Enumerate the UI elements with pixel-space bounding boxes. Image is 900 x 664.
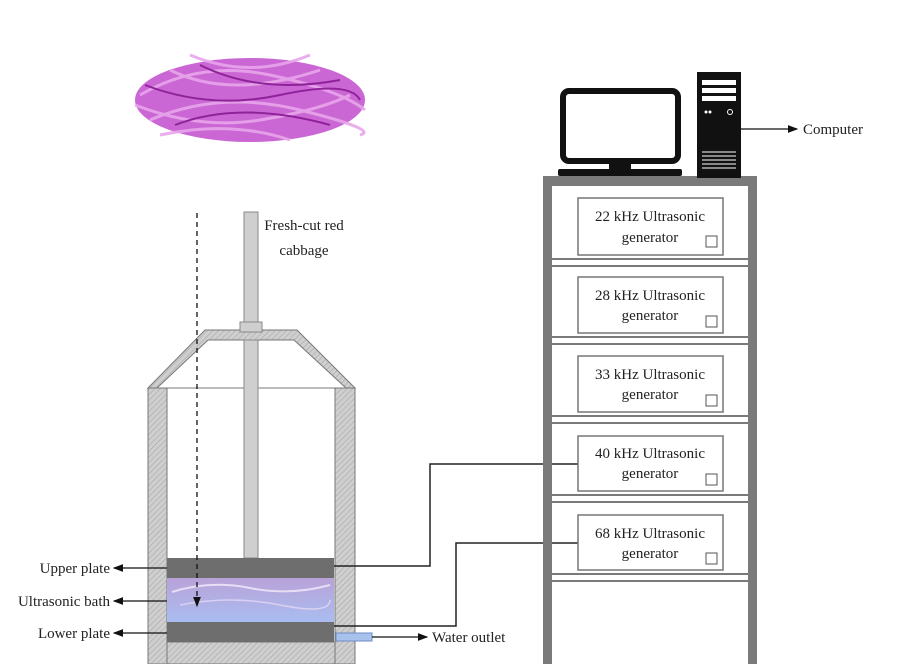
cabbage-label: cabbage	[279, 243, 328, 259]
computer-tower-icon	[697, 72, 741, 178]
power-switch	[705, 235, 718, 248]
wire-68khz	[334, 542, 578, 627]
water-outlet-label: Water outlet	[432, 630, 506, 646]
generator-68khz: 68 kHz Ultrasonic generator	[577, 514, 724, 571]
generator-28khz: 28 kHz Ultrasonic generator	[577, 276, 724, 334]
water-outlet-pipe	[335, 632, 373, 642]
svg-text:33 kHz Ultrasonic: 33 kHz Ultrasonic	[595, 367, 705, 383]
cabbage-label: Fresh-cut red	[264, 218, 344, 234]
wire-40khz	[334, 463, 578, 567]
generator-33khz: 33 kHz Ultrasonic generator	[577, 355, 724, 413]
upper-plate-label: Upper plate	[40, 561, 111, 577]
upper-plate	[167, 558, 334, 578]
computer-label: Computer	[803, 122, 863, 138]
generator-40khz: 40 kHz Ultrasonic generator	[577, 435, 724, 492]
svg-text:generator: generator	[622, 308, 679, 324]
power-switch	[705, 473, 718, 486]
monitor-icon	[558, 88, 682, 176]
svg-text:68 kHz Ultrasonic: 68 kHz Ultrasonic	[595, 526, 705, 542]
svg-text:28 kHz Ultrasonic: 28 kHz Ultrasonic	[595, 288, 705, 304]
lower-plate	[167, 622, 334, 642]
treatment-chamber	[146, 211, 373, 664]
power-switch	[705, 552, 718, 565]
svg-text:generator: generator	[622, 466, 679, 482]
red-cabbage-image	[134, 53, 366, 142]
lower-plate-label: Lower plate	[38, 626, 110, 642]
rod	[243, 211, 259, 325]
svg-text:generator: generator	[622, 387, 679, 403]
ultrasonic-bath	[167, 578, 334, 622]
svg-text:generator: generator	[622, 546, 679, 562]
power-switch	[705, 315, 718, 328]
generator-22khz: 22 kHz Ultrasonic generator	[577, 197, 724, 256]
svg-text:generator: generator	[622, 230, 679, 246]
generator-rack	[543, 176, 757, 664]
svg-text:22 kHz Ultrasonic: 22 kHz Ultrasonic	[595, 209, 705, 225]
power-switch	[705, 394, 718, 407]
svg-text:40 kHz Ultrasonic: 40 kHz Ultrasonic	[595, 446, 705, 462]
ultrasonic-bath-label: Ultrasonic bath	[18, 594, 111, 610]
